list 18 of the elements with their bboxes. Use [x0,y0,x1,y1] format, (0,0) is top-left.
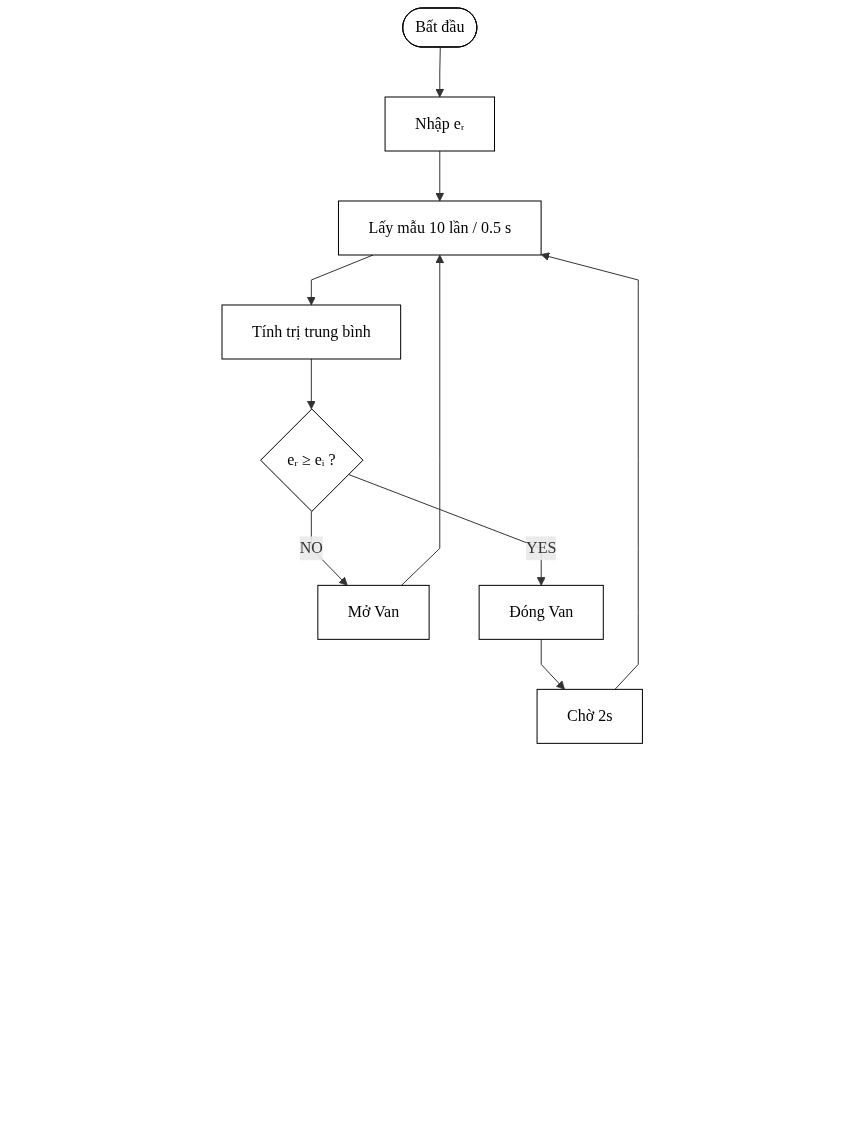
arrow [400,254,444,586]
arrow [435,47,444,98]
arrow [347,473,546,586]
node-box: Nhập eᵣ [384,96,495,152]
node-box: Lấy mẫu 10 lần / 0.5 s [337,200,542,256]
arrow [540,638,565,690]
arrow [306,254,374,306]
arrow [310,510,348,586]
edge-label: NO [299,539,323,557]
node-box: Tính trị trung bình [221,304,401,360]
node-box: Chờ 2s [536,688,643,744]
arrow [435,150,444,202]
node-box: Mở Van [317,584,430,640]
arrow [540,252,639,690]
node-box: Đóng Van [478,584,604,640]
edge-label: YES [525,539,557,557]
node-diamond: eᵣ ≥ eᵢ ? [259,408,364,512]
arrow [306,358,316,410]
